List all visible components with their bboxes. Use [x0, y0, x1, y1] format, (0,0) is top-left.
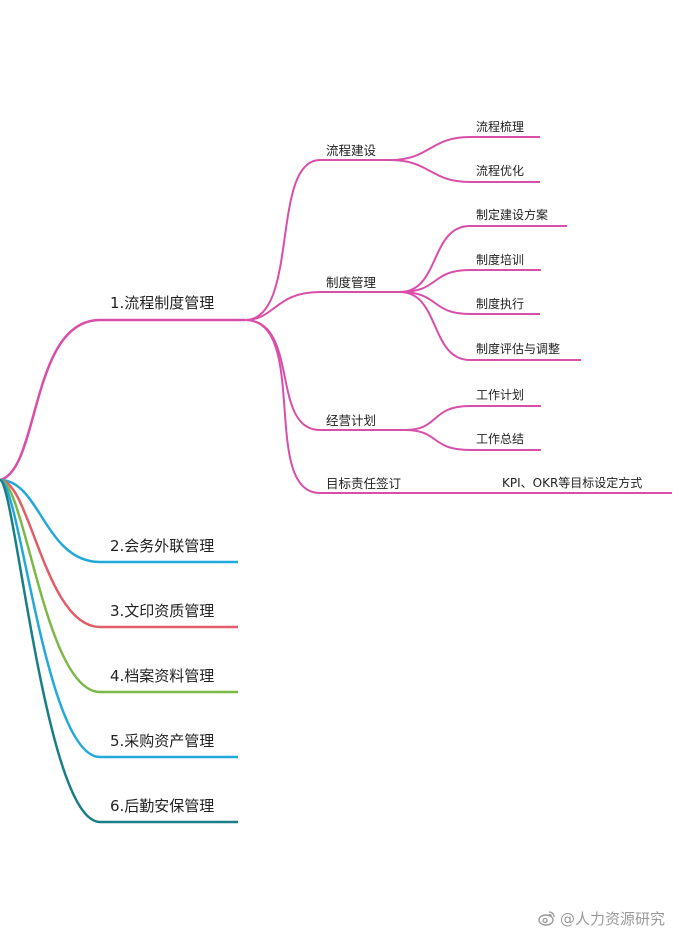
watermark-text: @人力资源研究	[560, 910, 666, 928]
sub-branch-label: 流程建设	[326, 143, 377, 158]
connector-branch1-sub2	[244, 291, 400, 321]
connector-sub2-leaf3	[399, 291, 540, 315]
leaf-label: 工作总结	[476, 432, 525, 446]
connector-sub3-leaf1	[404, 405, 541, 431]
connector-sub1-leaf1	[389, 136, 540, 161]
sub-branch-label: 经营计划	[326, 413, 377, 428]
leaf-label: 制度评估与调整	[476, 342, 561, 356]
connector-branch1-sub1	[244, 159, 390, 321]
connector-root-branch3	[0, 478, 238, 629]
leaf-label: 制度执行	[476, 297, 525, 311]
leaf-label: 工作计划	[476, 388, 525, 402]
connector-sub2-leaf1	[399, 225, 567, 293]
connector-sub1-leaf2	[389, 159, 540, 183]
branch-4-label: 4.档案资料管理	[110, 667, 215, 685]
branch-5-label: 5.采购资产管理	[110, 732, 215, 750]
connector-root-branch2	[0, 478, 238, 564]
connector-root-branch1	[0, 318, 245, 482]
connector-branch1-sub3	[244, 319, 405, 431]
watermark: @人力资源研究	[538, 908, 665, 929]
connector-sub2-leaf4	[399, 291, 581, 361]
weibo-icon	[538, 909, 556, 927]
leaf-label: KPI、OKR等目标设定方式	[502, 476, 643, 490]
sub-branch-label: 目标责任签订	[326, 476, 402, 491]
sub-branch-label: 制度管理	[326, 275, 377, 290]
connector-sub2-leaf2	[399, 269, 541, 293]
branch-2-label: 2.会务外联管理	[110, 537, 215, 555]
branch-1-label: 1.流程制度管理	[110, 294, 215, 312]
branch-3-label: 3.文印资质管理	[110, 602, 215, 620]
connector-root-branch4	[0, 478, 238, 694]
leaf-label: 制定建设方案	[476, 208, 549, 222]
branch-6-label: 6.后勤安保管理	[110, 797, 215, 815]
connector-root-branch6	[0, 478, 238, 824]
leaf-label: 流程优化	[476, 164, 525, 178]
connector-branch1-sub4	[244, 319, 672, 494]
connector-sub3-leaf2	[404, 429, 541, 451]
leaf-label: 制度培训	[476, 253, 525, 267]
connector-root-branch5	[0, 478, 238, 759]
leaf-label: 流程梳理	[476, 120, 525, 134]
